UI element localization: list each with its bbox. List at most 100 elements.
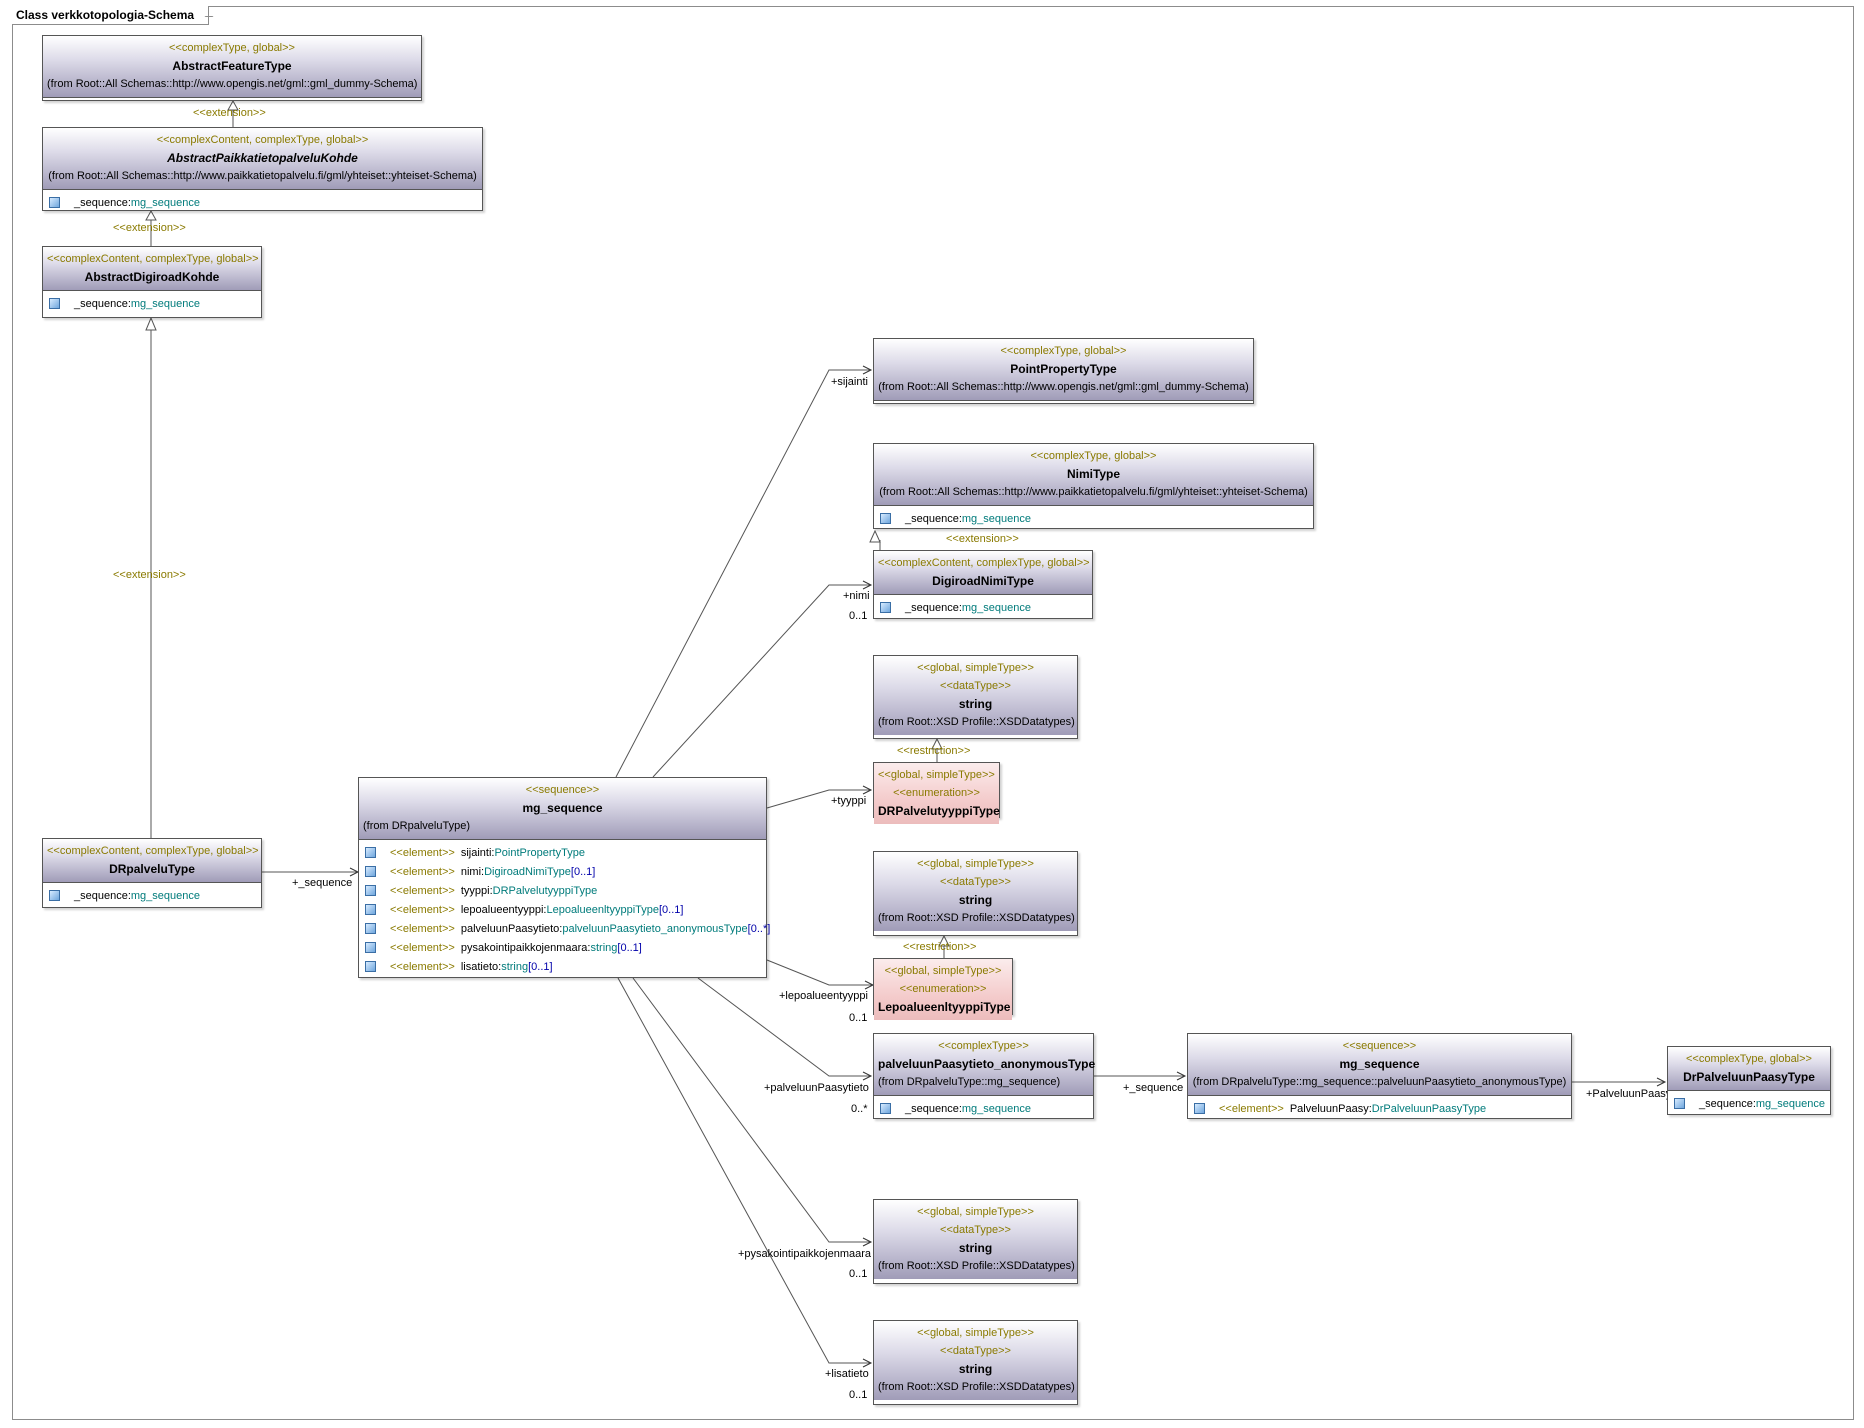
attribute-row[interactable]: _sequence:mg_sequence [880, 598, 1086, 617]
arrowhead [862, 785, 873, 795]
class-stereotype: <<complexContent, complexType, global>> [47, 845, 259, 857]
class-point-property-type[interactable]: <<complexType, global>> PointPropertyTyp… [873, 338, 1254, 404]
attribute-row[interactable]: _sequence:mg_sequence [1674, 1094, 1825, 1113]
attribute-row[interactable]: <<element>>nimi:DigiroadNimiType[0..1] [365, 862, 760, 881]
attribute-icon [365, 904, 376, 915]
attribute-row[interactable]: <<element>>tyyppi:DRPalvelutyyppiType [365, 881, 760, 900]
class-name: NimiType [1066, 467, 1121, 481]
class-string[interactable]: <<global, simpleType>> <<dataType>> stri… [873, 851, 1078, 936]
class-lepoalueen-tyyppi-type[interactable]: <<global, simpleType>> <<enumeration>> L… [873, 958, 1013, 1020]
arrowhead [1656, 1077, 1667, 1087]
attribute-name: lisatieto: [460, 960, 502, 973]
class-string[interactable]: <<global, simpleType>> <<dataType>> stri… [873, 655, 1078, 739]
class-stereotype-secondary: <<dataType>> [940, 1345, 1011, 1357]
generalization-arrowhead [938, 934, 950, 947]
class-stereotype: <<global, simpleType>> [917, 858, 1034, 870]
extension-label: <<extension>> [946, 533, 1019, 545]
attribute-multiplicity: [0..1] [528, 960, 553, 973]
role-label: +lisatieto [825, 1368, 869, 1380]
class-namespace: (from Root::XSD Profile::XSDDatatypes) [878, 716, 1075, 728]
class-name: PointPropertyType [1010, 362, 1117, 376]
class-header: <<complexType, global>> PointPropertyTyp… [874, 339, 1253, 400]
attribute-row[interactable]: _sequence:mg_sequence [880, 509, 1307, 528]
attribute-multiplicity: [0..*] [747, 922, 771, 935]
attribute-multiplicity: [0..1] [617, 941, 642, 954]
class-palveluun-paasytieto-anonymous-type[interactable]: <<complexType>> palveluunPaasytieto_anon… [873, 1033, 1096, 1119]
attribute-name: lepoalueentyyppi: [460, 903, 547, 916]
class-mg-sequence-paasytieto[interactable]: <<sequence>> mg_sequence (from DRpalvelu… [1187, 1033, 1572, 1119]
attribute-row[interactable]: <<element>>lisatieto:string[0..1] [365, 957, 760, 976]
attribute-type: string [590, 941, 618, 954]
attribute-name: _sequence: [1699, 1097, 1756, 1110]
arrowhead [862, 1071, 873, 1081]
attribute-row[interactable]: <<element>>palveluunPaasytieto:palveluun… [365, 919, 770, 938]
attribute-type: DigiroadNimiType [484, 865, 571, 878]
attribute-row[interactable]: _sequence:mg_sequence [49, 886, 255, 905]
class-abstract-feature-type[interactable]: <<complexType, global>> AbstractFeatureT… [42, 35, 422, 101]
class-stereotype: <<complexType>> [938, 1040, 1029, 1052]
attribute-row[interactable]: <<element>>PalveluunPaasy:DrPalveluunPaa… [1194, 1099, 1565, 1118]
class-stereotype: <<complexType, global>> [1686, 1053, 1812, 1065]
class-stereotype-secondary: <<dataType>> [940, 680, 1011, 692]
class-abstract-digiroad-kohde[interactable]: <<complexContent, complexType, global>> … [42, 246, 262, 318]
class-stereotype: <<global, simpleType>> [884, 965, 1002, 977]
attribute-stereotype: <<element>> [390, 922, 455, 935]
role-label: +sijainti [831, 376, 868, 388]
attribute-name: palveluunPaasytieto: [460, 922, 563, 935]
class-string[interactable]: <<global, simpleType>> <<dataType>> stri… [873, 1199, 1078, 1284]
class-header: <<global, simpleType>> <<dataType>> stri… [874, 852, 1077, 931]
class-digiroad-nimi-type[interactable]: <<complexContent, complexType, global>> … [873, 550, 1093, 619]
class-string[interactable]: <<global, simpleType>> <<dataType>> stri… [873, 1320, 1078, 1405]
attribute-compartment: _sequence:mg_sequence [43, 290, 261, 316]
class-header: <<global, simpleType>> <<enumeration>> L… [874, 959, 1012, 1020]
class-name: DrPalveluunPaasyType [1683, 1070, 1815, 1084]
class-nimi-type[interactable]: <<complexType, global>> NimiType (from R… [873, 443, 1314, 529]
class-name: DRpalveluType [109, 862, 195, 876]
class-header: <<complexType, global>> DrPalveluunPaasy… [1668, 1047, 1830, 1090]
association-line [766, 959, 873, 986]
class-dr-palveluun-paasy-type[interactable]: <<complexType, global>> DrPalveluunPaasy… [1667, 1046, 1831, 1115]
class-stereotype-secondary: <<dataType>> [940, 876, 1011, 888]
class-name: LepoalueenltyyppiType [878, 1000, 1011, 1014]
attribute-name: _sequence: [905, 512, 962, 525]
class-dr-palvelutyyppi-type[interactable]: <<global, simpleType>> <<enumeration>> D… [873, 762, 1000, 824]
diagram-frame [12, 6, 1854, 1420]
attribute-row[interactable]: _sequence:mg_sequence [49, 193, 476, 212]
extension-label: <<extension>> [193, 107, 266, 119]
class-dr-palvelu-type[interactable]: <<complexContent, complexType, global>> … [42, 838, 262, 908]
attribute-icon [49, 298, 60, 309]
attribute-name: tyyppi: [460, 884, 493, 897]
class-name: string [958, 893, 993, 907]
attribute-row[interactable]: _sequence:mg_sequence [49, 294, 255, 313]
association-line [697, 977, 871, 1077]
attribute-compartment: <<element>>sijainti:PointPropertyType <<… [359, 839, 770, 979]
arrowhead [862, 365, 873, 375]
attribute-row[interactable]: _sequence:mg_sequence [880, 1099, 1087, 1118]
attribute-icon [880, 1103, 891, 1114]
role-label: +_sequence [292, 877, 353, 889]
class-stereotype: <<complexContent, complexType, global>> [156, 134, 369, 146]
class-stereotype: <<global, simpleType>> [917, 662, 1034, 674]
diagram-title: Class verkkotopologia-Schema [12, 6, 210, 25]
role-label: +nimi [843, 590, 870, 602]
attribute-type: LepoalueenltyyppiType [546, 903, 659, 916]
attribute-row[interactable]: <<element>>pysakointipaikkojenmaara:stri… [365, 938, 760, 957]
multiplicity-label: 0..1 [849, 610, 868, 622]
attribute-compartment [43, 97, 421, 104]
attribute-name: _sequence: [74, 196, 131, 209]
class-namespace: (from Root::All Schemas::http://www.open… [47, 78, 418, 90]
class-namespace: (from DRpalveluType::mg_sequence) [878, 1076, 1061, 1088]
attribute-icon [49, 197, 60, 208]
arrowhead [862, 1358, 873, 1368]
class-header: <<complexContent, complexType, global>> … [43, 128, 482, 189]
attribute-row[interactable]: <<element>>sijainti:PointPropertyType [365, 843, 760, 862]
attribute-name: _sequence: [74, 297, 131, 310]
attribute-row[interactable]: <<element>>lepoalueentyyppi:Lepoalueenlt… [365, 900, 760, 919]
attribute-icon [365, 923, 376, 934]
class-abstract-paikkatietopalvelu-kohde[interactable]: <<complexContent, complexType, global>> … [42, 127, 483, 211]
class-name: palveluunPaasytieto_anonymousType [878, 1057, 1096, 1071]
class-header: <<global, simpleType>> <<dataType>> stri… [874, 1200, 1077, 1279]
class-mg-sequence[interactable]: <<sequence>> mg_sequence (from DRpalvelu… [358, 777, 770, 979]
attribute-icon [1194, 1103, 1205, 1114]
